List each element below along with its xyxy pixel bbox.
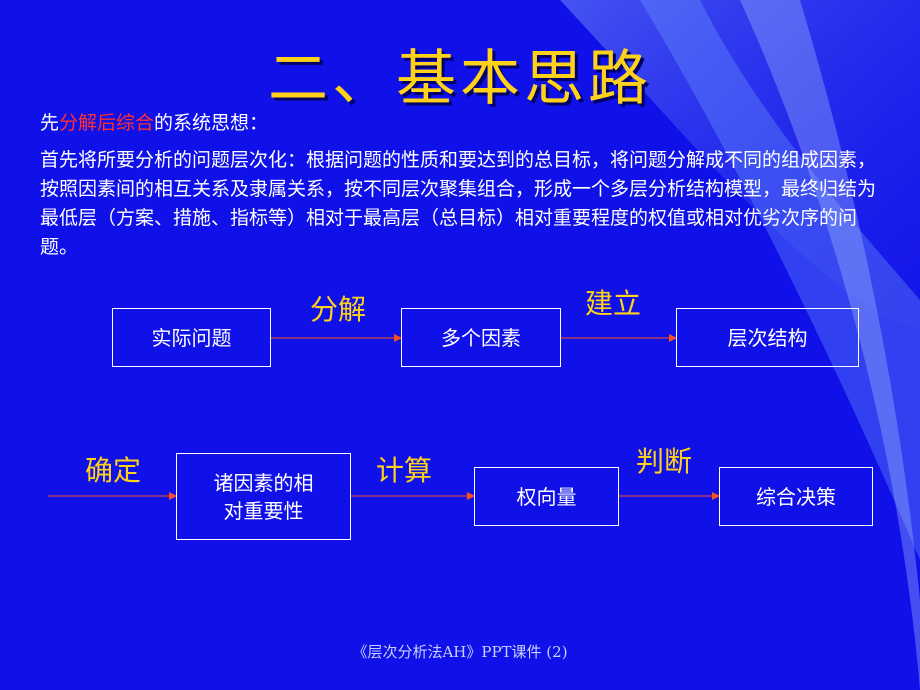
subtitle: 先分解后综合的系统思想： [40,108,268,135]
footer-text: 《层次分析法AH》PPT课件 (2) [352,643,568,661]
box-hierarchy-structure: 层次结构 [676,308,859,367]
subtitle-prefix: 先 [40,112,60,134]
label-build: 建立 [585,287,642,320]
slide-title: 二、基本思路 [268,44,652,114]
description-paragraph: 首先将所要分析的问题层次化：根据问题的性质和要达到的总目标，将问题分解成不同的组… [40,149,877,258]
box-multiple-factors: 多个因素 [401,308,561,367]
label-judge: 判断 [636,445,693,478]
label-calculate: 计算 [376,454,433,487]
box-actual-problem: 实际问题 [112,308,271,367]
box-factor-importance: 诸因素的相 对重要性 [176,453,351,540]
subtitle-suffix: 的系统思想： [154,112,269,134]
label-determine: 确定 [85,454,142,487]
box-comprehensive-decision: 综合决策 [719,467,873,526]
label-decompose: 分解 [310,293,367,326]
box-weight-vector: 权向量 [474,467,619,526]
subtitle-highlight: 分解后综合 [59,112,155,134]
